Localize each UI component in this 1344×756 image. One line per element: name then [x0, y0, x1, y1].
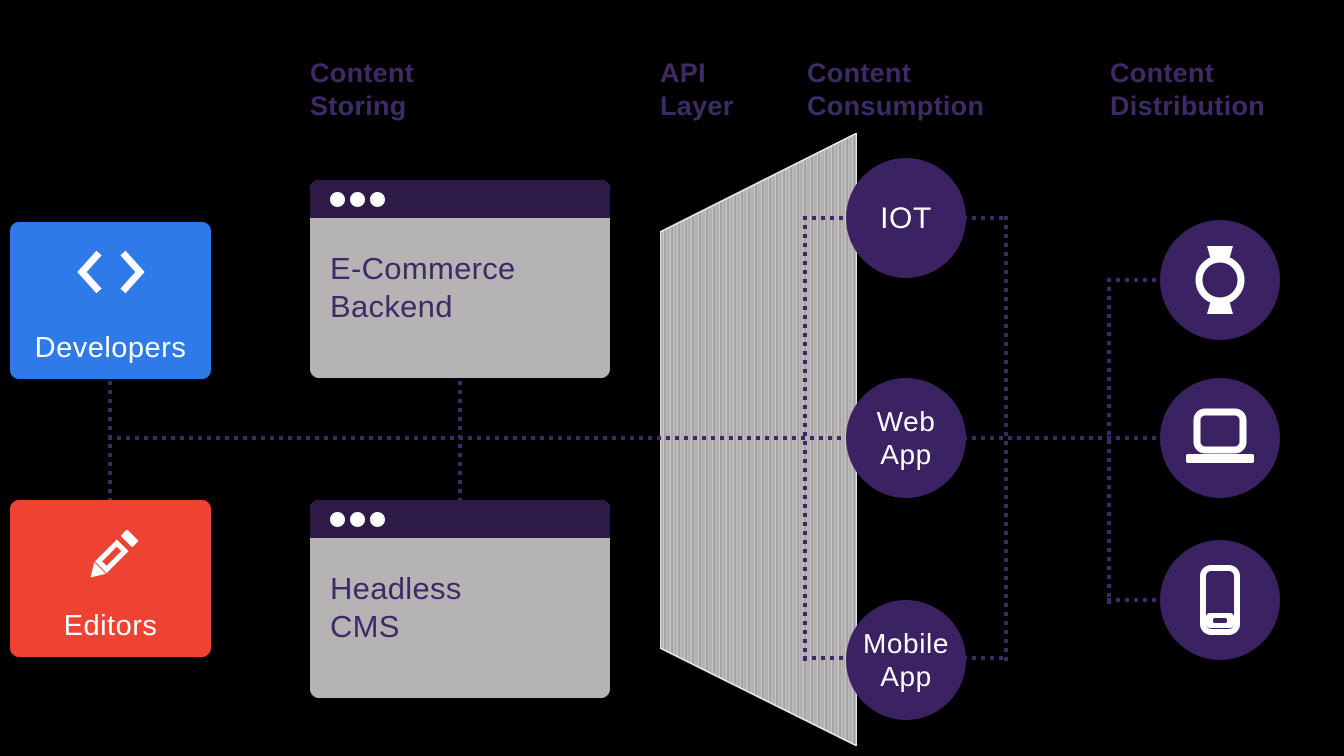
web-app-label: Web App [876, 406, 936, 470]
web-app-node: Web App [846, 378, 966, 498]
connector-consumption-vertical [1004, 216, 1008, 662]
connector-iot-right [963, 216, 1008, 220]
window-control-dot [330, 511, 345, 527]
window-control-dot [330, 191, 345, 207]
laptop-node [1160, 378, 1280, 498]
connector-distribution-vertical [1107, 278, 1111, 604]
developers-label: Developers [34, 332, 187, 364]
connector-main-bus [108, 436, 1162, 440]
mobile-app-label: Mobile App [862, 628, 950, 692]
smartwatch-node [1160, 220, 1280, 340]
window-control-dot [350, 511, 365, 527]
connector-backend-cms [458, 381, 462, 500]
ecommerce-backend-window: E-Commerce Backend [310, 180, 610, 378]
connector-developers-editors [108, 381, 112, 500]
laptop-icon [1186, 408, 1254, 463]
connector-mobile-app-right [963, 656, 1008, 660]
window-control-dot [350, 191, 365, 207]
connector-api-vertical [803, 216, 807, 662]
window-control-dot [370, 191, 385, 207]
window-control-dot [370, 511, 385, 527]
iot-node: IOT [846, 158, 966, 278]
editors-label: Editors [63, 610, 158, 642]
connector-to-smartwatch [1107, 278, 1163, 282]
connector-api-to-mobile-app [803, 656, 853, 660]
column-header-content-distribution: Content Distribution [1110, 58, 1266, 121]
smartphone-node [1160, 540, 1280, 660]
headless-cms-title: Headless CMS [330, 571, 462, 644]
column-header-content-storing: Content Storing [310, 58, 415, 121]
window-titlebar [310, 500, 610, 538]
connector-api-to-iot [803, 216, 853, 220]
window-titlebar [310, 180, 610, 218]
smartphone-icon [1200, 565, 1240, 635]
editors-card: Editors [10, 500, 211, 657]
code-icon [76, 250, 145, 294]
smartwatch-icon [1195, 246, 1245, 314]
connector-to-smartphone [1107, 598, 1163, 602]
mobile-app-node: Mobile App [846, 600, 966, 720]
headless-cms-window: Headless CMS [310, 500, 610, 698]
column-header-api-layer: API Layer [660, 58, 734, 121]
iot-label: IOT [880, 201, 932, 235]
developers-card: Developers [10, 222, 211, 379]
ecommerce-backend-title: E-Commerce Backend [330, 251, 516, 324]
column-header-content-consumption: Content Consumption [807, 58, 985, 121]
pencil-icon [90, 529, 138, 578]
